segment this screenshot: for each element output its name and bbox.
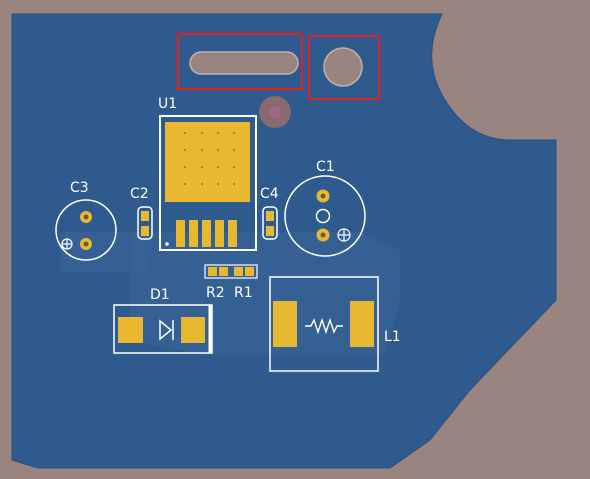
r1-label: R1 — [234, 285, 253, 301]
d1-pad-anode — [118, 317, 143, 343]
via-inner — [269, 106, 281, 118]
c3-label: C3 — [70, 180, 89, 196]
c3-pad-1-hole — [83, 214, 89, 220]
c2-pad-top — [141, 211, 149, 221]
c3-outline[interactable] — [55, 199, 117, 261]
c2-label: C2 — [130, 186, 149, 202]
u1-label: U1 — [158, 96, 177, 112]
c4-pad-top — [266, 211, 274, 221]
slot-hole[interactable] — [189, 51, 299, 75]
c1-pad-mid — [315, 208, 331, 224]
u1-thermal-pad — [165, 122, 250, 202]
resistor-pads[interactable] — [204, 264, 258, 279]
l1-outline[interactable] — [269, 276, 379, 372]
c3-pad-2-hole — [83, 241, 89, 247]
d1-label: D1 — [150, 287, 170, 303]
c2-pad-bottom — [141, 226, 149, 236]
c1-polarity-icon — [337, 228, 351, 242]
c4-label: C4 — [260, 186, 279, 202]
c3-polarity-icon — [61, 238, 73, 250]
u1-outline[interactable] — [159, 115, 257, 251]
u1-pins — [176, 220, 237, 247]
slot-highlight-box — [177, 33, 303, 90]
diode-icon — [159, 319, 174, 341]
c1-label: C1 — [316, 159, 335, 175]
c1-outline[interactable] — [284, 175, 366, 257]
u1-pin1-marker — [165, 242, 169, 246]
l1-label: L1 — [384, 329, 401, 345]
c4-outline[interactable] — [262, 206, 278, 240]
mounting-hole[interactable] — [323, 47, 363, 87]
c4-pad-bottom — [266, 226, 274, 236]
r2-label: R2 — [206, 285, 225, 301]
l1-pad-left — [273, 301, 297, 347]
c1-pad-2-hole — [320, 232, 326, 238]
d1-outline[interactable] — [113, 304, 213, 354]
ground-pour-left — [60, 232, 150, 272]
u1-thermal-vias — [184, 132, 235, 185]
l1-pad-right — [350, 301, 374, 347]
c1-pad-1-hole — [320, 193, 326, 199]
c2-outline[interactable] — [137, 206, 153, 240]
inductor-icon — [305, 317, 343, 335]
d1-pad-cathode — [181, 317, 205, 343]
hole-highlight-box — [308, 35, 380, 100]
